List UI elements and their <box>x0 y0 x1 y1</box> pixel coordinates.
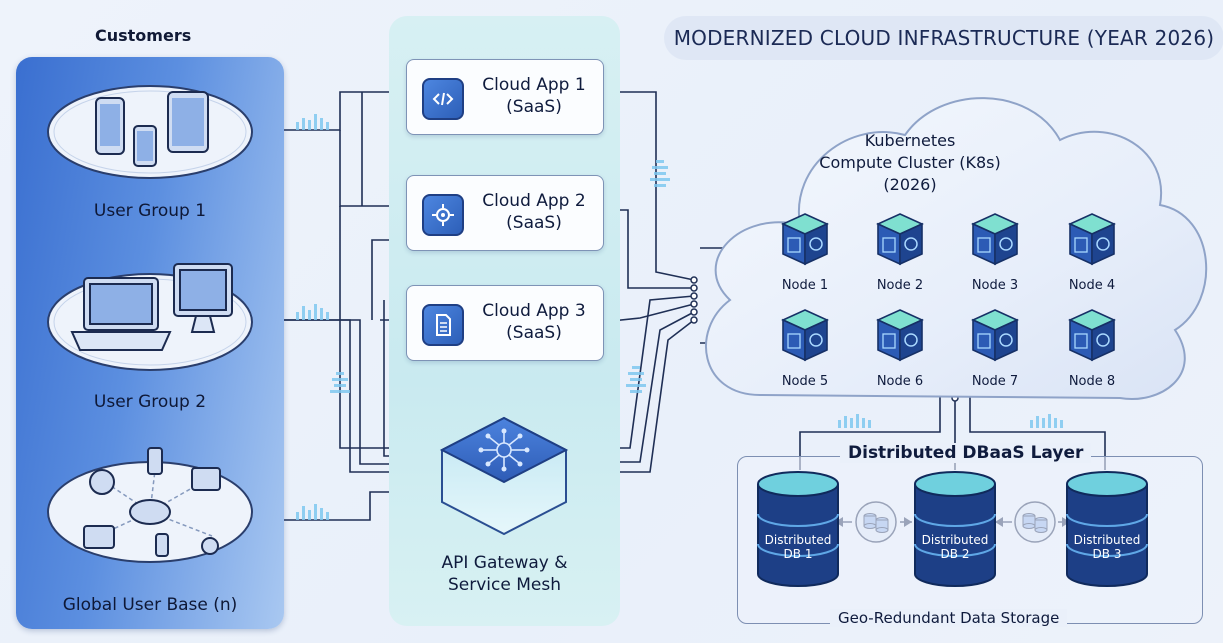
global-user-base-label: Global User Base (n) <box>62 595 238 615</box>
code-icon <box>422 78 464 120</box>
customers-heading: Customers <box>95 26 192 45</box>
document-icon <box>422 304 464 346</box>
user-group-2-label: User Group 2 <box>93 392 207 412</box>
user-group-2: User Group 2 <box>36 256 264 412</box>
cloud-app-2-type: (SaaS) <box>506 213 562 233</box>
server-cube-icon <box>876 213 924 266</box>
cloud-app-3-name: Cloud App 3 <box>482 301 586 321</box>
node-7-label: Node 7 <box>971 374 1019 389</box>
distributed-db-2[interactable] <box>913 470 997 594</box>
cloud-app-3-type: (SaaS) <box>506 323 562 343</box>
database-icon <box>757 471 839 587</box>
server-cube-icon <box>876 309 924 362</box>
server-cube-icon <box>781 213 829 266</box>
k8s-cluster-title: Kubernetes Compute Cluster (K8s) (2026) <box>800 130 1020 196</box>
k8s-title-line-1: Kubernetes <box>864 131 956 150</box>
server-cube-icon <box>971 309 1019 362</box>
server-cube-icon <box>1068 309 1116 362</box>
diagram-title: MODERNIZED CLOUD INFRASTRUCTURE (YEAR 20… <box>664 16 1223 60</box>
global-user-base: Global User Base (n) <box>36 440 264 615</box>
server-cube-icon <box>971 213 1019 266</box>
cloud-app-2-name: Cloud App 2 <box>482 191 586 211</box>
geo-storage-label: Geo-Redundant Data Storage <box>830 609 1068 627</box>
node-4[interactable] <box>1068 212 1116 274</box>
network-hub-icon[interactable] <box>430 410 578 538</box>
database-icon <box>1066 471 1148 587</box>
node-2[interactable] <box>876 212 924 274</box>
laptop-desktop-icon <box>47 263 253 371</box>
node-1-label: Node 1 <box>781 278 829 293</box>
globe-network-icon <box>47 447 253 563</box>
api-gateway-label: API Gateway & Service Mesh <box>389 552 620 596</box>
user-group-1-label: User Group 1 <box>93 201 207 221</box>
cloud-app-1[interactable]: Cloud App 1 (SaaS) <box>406 59 604 135</box>
node-3[interactable] <box>971 212 1019 274</box>
cloud-app-1-type: (SaaS) <box>506 97 562 117</box>
node-6[interactable] <box>876 308 924 370</box>
node-7[interactable] <box>971 308 1019 370</box>
api-gateway-line-2: Service Mesh <box>448 575 561 595</box>
cloud-app-2[interactable]: Cloud App 2 (SaaS) <box>406 175 604 251</box>
cloud-app-3[interactable]: Cloud App 3 (SaaS) <box>406 285 604 361</box>
node-5-label: Node 5 <box>781 374 829 389</box>
node-5[interactable] <box>781 308 829 370</box>
node-8-label: Node 8 <box>1068 374 1116 389</box>
k8s-title-line-2: Compute Cluster (K8s) <box>819 153 1001 172</box>
distributed-db-1[interactable] <box>756 470 840 594</box>
server-cube-icon <box>781 309 829 362</box>
database-icon <box>914 471 996 587</box>
node-1[interactable] <box>781 212 829 274</box>
dbaas-layer-title: Distributed DBaaS Layer <box>840 443 1092 463</box>
cloud-app-1-name: Cloud App 1 <box>482 75 586 95</box>
mobile-devices-icon <box>47 85 253 179</box>
k8s-title-line-3: (2026) <box>883 175 937 194</box>
node-2-label: Node 2 <box>876 278 924 293</box>
node-6-label: Node 6 <box>876 374 924 389</box>
server-cube-icon <box>1068 213 1116 266</box>
node-3-label: Node 3 <box>971 278 1019 293</box>
api-gateway-line-1: API Gateway & <box>441 553 568 573</box>
node-4-label: Node 4 <box>1068 278 1116 293</box>
user-group-1: User Group 1 <box>36 78 264 228</box>
node-8[interactable] <box>1068 308 1116 370</box>
distributed-db-3[interactable] <box>1065 470 1149 594</box>
gear-icon <box>422 194 464 236</box>
